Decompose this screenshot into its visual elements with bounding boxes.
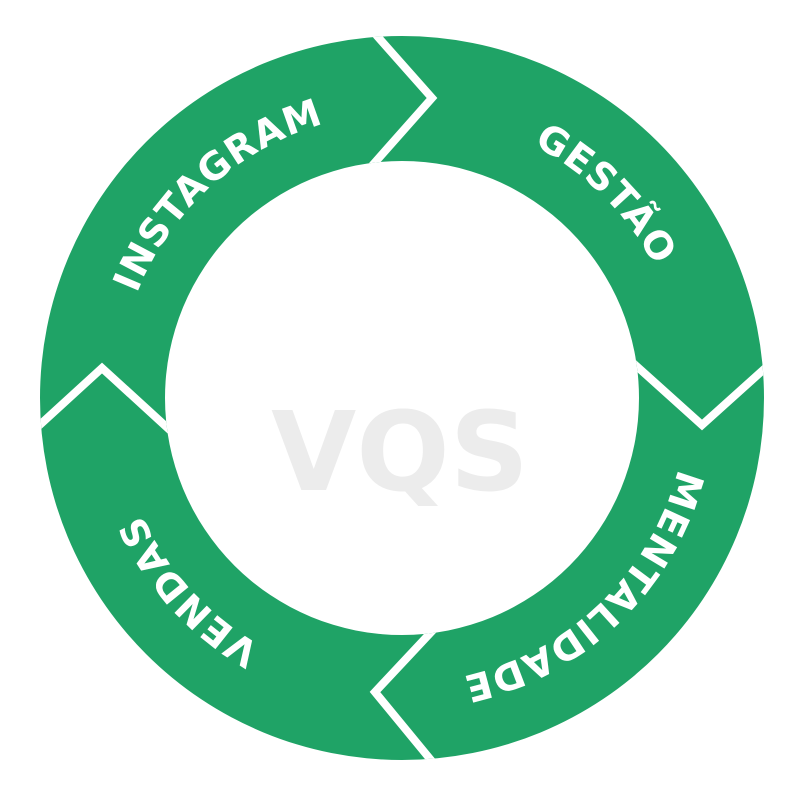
cycle-ring <box>40 36 764 760</box>
arrow-divider-bottom <box>369 625 439 760</box>
arrow-divider-left <box>40 362 175 435</box>
arrow-divider-top <box>367 36 438 171</box>
arrow-divider-right <box>629 359 764 431</box>
center-logo: VQS <box>271 388 529 516</box>
